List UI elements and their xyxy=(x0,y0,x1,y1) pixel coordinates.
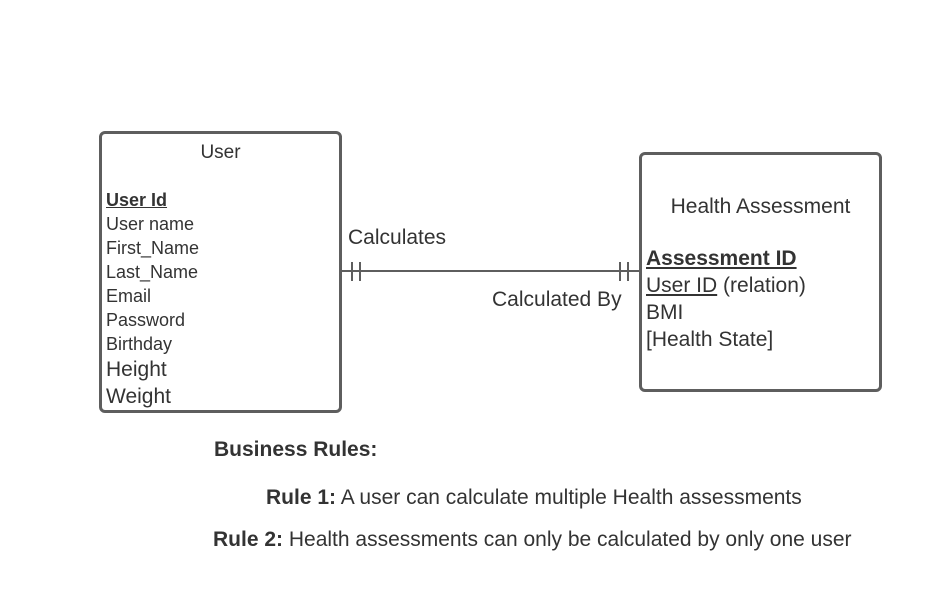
rule-label: Rule 2: xyxy=(213,528,284,551)
user-entity[interactable]: User User Id User name First_Name Last_N… xyxy=(99,131,342,413)
health-assessment-attribute: BMI xyxy=(646,301,684,324)
relationship-label-calculated-by: Calculated By xyxy=(492,288,622,311)
foreign-key-note: (relation) xyxy=(723,274,806,297)
user-entity-title: User xyxy=(200,142,241,163)
user-attribute: Height xyxy=(106,358,167,381)
user-attribute-list: User Id User name First_Name Last_Name E… xyxy=(106,188,199,410)
health-assessment-primary-key: Assessment ID xyxy=(646,247,797,270)
rule-label: Rule 1: xyxy=(266,486,337,509)
health-assessment-entity-title: Health Assessment xyxy=(670,195,851,218)
business-rule-1: Rule 1: A user can calculate multiple He… xyxy=(266,486,802,510)
business-rule-2: Rule 2: Health assessments can only be c… xyxy=(213,528,852,552)
user-attribute: Last_Name xyxy=(106,262,199,282)
user-attribute: Weight xyxy=(106,385,171,408)
user-attribute: User name xyxy=(106,214,195,234)
user-attribute: Email xyxy=(106,286,152,306)
health-assessment-entity[interactable]: Health Assessment Assessment ID User ID … xyxy=(639,152,882,392)
user-attribute: Password xyxy=(106,310,186,330)
health-assessment-foreign-key: User ID (relation) xyxy=(646,272,806,299)
health-assessment-attribute-list: Assessment ID User ID (relation) BMI [He… xyxy=(646,245,806,353)
health-assessment-attribute: [Health State] xyxy=(646,328,774,351)
business-rules-heading: Business Rules: xyxy=(214,438,378,461)
rule-text: A user can calculate multiple Health ass… xyxy=(340,486,802,509)
rule-text: Health assessments can only be calculate… xyxy=(288,528,852,551)
user-attribute: First_Name xyxy=(106,238,200,258)
user-attribute: Birthday xyxy=(106,334,173,354)
relationship-label-calculates: Calculates xyxy=(348,226,447,249)
foreign-key-name: User ID xyxy=(646,274,718,297)
user-primary-key: User Id xyxy=(106,190,168,210)
